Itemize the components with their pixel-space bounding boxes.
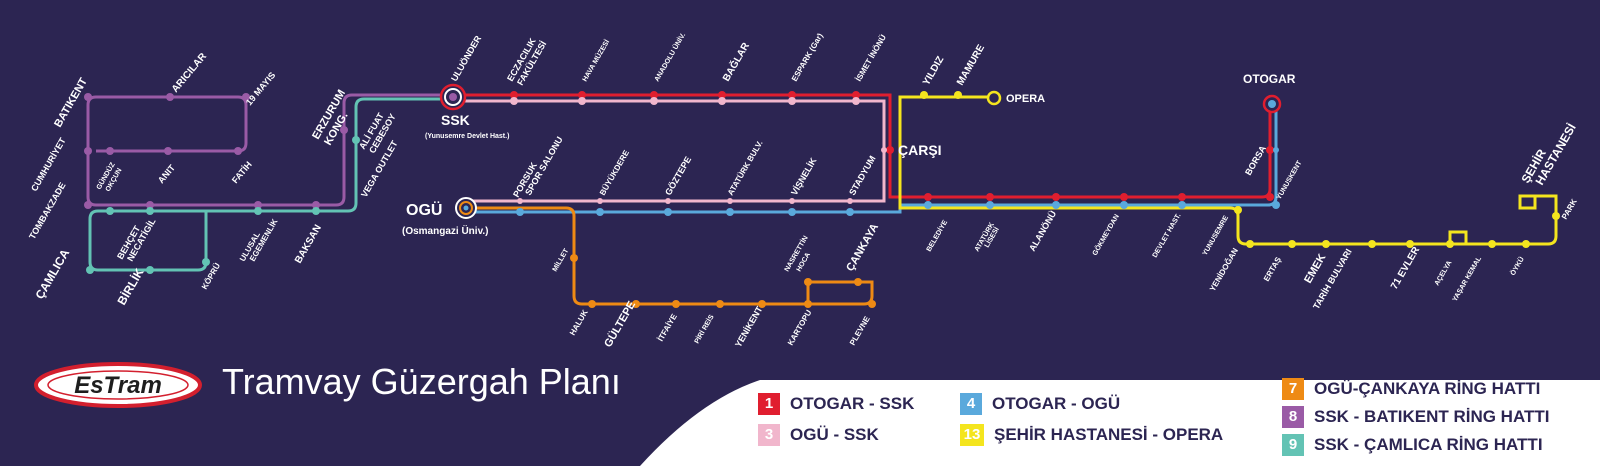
station-buyukdere[interactable]: BÜYÜKDERE (598, 148, 631, 197)
station-otogar[interactable]: OTOGAR (1243, 72, 1296, 86)
logo-text: EsTram (74, 372, 162, 399)
station-carsi[interactable]: ÇARŞI (898, 142, 942, 158)
legend-number: 9 (1282, 434, 1304, 456)
estram-logo: EsTram (34, 362, 202, 408)
legend-label: OGÜ-ÇANKAYA RİNG HATTI (1314, 379, 1541, 398)
station-gultepe[interactable]: GÜLTEPE (601, 299, 638, 350)
station-mamure[interactable]: MAMURE (955, 43, 987, 88)
station-yildiz[interactable]: YILDIZ (921, 55, 946, 88)
legend-item-13[interactable]: 13 ŞEHİR HASTANESİ - OPERA (960, 424, 1223, 446)
station-baksan[interactable]: BAKSAN (293, 223, 324, 266)
station-yenidogan[interactable]: YENİDOĞAN (1208, 246, 1240, 293)
ssk-hub-icon[interactable] (439, 83, 467, 111)
legend-item-4[interactable]: 4 OTOGAR - OGÜ (960, 393, 1120, 415)
station-piri-reis[interactable]: PİRİ REİS (693, 313, 716, 345)
legend-label: SSK - ÇAMLICA RİNG HATTI (1314, 435, 1543, 454)
legend-label: OTOGAR - OGÜ (992, 394, 1121, 413)
station-yasar-kemal[interactable]: YAŞAR KEMAL (1452, 255, 1484, 303)
station-ssk-sub: (Yunusemre Devlet Hast.) (425, 133, 509, 140)
station-71-evler[interactable]: 71 EVLER (1389, 244, 1423, 291)
station-borsa[interactable]: BORSA (1243, 143, 1268, 177)
station-haluk[interactable]: HALUK (568, 308, 590, 337)
legend-label: OGÜ - SSK (790, 425, 879, 444)
legend-number: 3 (758, 424, 780, 446)
legend-number: 7 (1282, 378, 1304, 400)
legend-number: 8 (1282, 406, 1304, 428)
station-kopru[interactable]: KÖPRÜ (200, 261, 222, 291)
station-anadolu[interactable]: ANADOLU ÜNİV. (652, 31, 687, 83)
station-belediye[interactable]: BELEDİYE (925, 218, 950, 253)
station-uluonder[interactable]: ULUÖNDER (449, 33, 483, 83)
legend-label: OTOGAR - SSK (790, 394, 915, 413)
station-yunuskent[interactable]: YUNUSKENT (1276, 159, 1304, 201)
station-emek[interactable]: EMEK (1302, 252, 1328, 286)
station-devlet-hast[interactable]: DEVLET HAST. (1152, 212, 1183, 259)
ogu-hub-icon[interactable] (455, 197, 477, 219)
station-gokmeydan[interactable]: GÖKMEYDAN (1090, 212, 1121, 257)
station-acelya[interactable]: AÇELYA (1434, 260, 1454, 287)
legend-number: 4 (960, 393, 982, 415)
station-19-mayis[interactable]: 19 MAYIS (244, 70, 278, 107)
station-ertas[interactable]: ERTAŞ (1262, 255, 1283, 283)
station-visnelik[interactable]: VİŞNELİK (789, 156, 819, 197)
station-ogu-sub: (Osmangazi Üniv.) (402, 224, 489, 237)
station-hava-muzesi[interactable]: HAVA MÜZESİ (580, 38, 611, 83)
legend-item-8[interactable]: 8 SSK - BATIKENT RİNG HATTI (1282, 406, 1549, 428)
station-alanonu[interactable]: ALANÖNÜ (1027, 209, 1058, 253)
station-fatih[interactable]: FATİH (230, 159, 254, 185)
legend-number: 1 (758, 393, 780, 415)
station-goztepe[interactable]: GÖZTEPE (663, 155, 693, 197)
station-espark[interactable]: ESPARK (Gar) (790, 31, 825, 83)
station-itfaiye[interactable]: İTFAİYE (656, 312, 679, 343)
station-baglar[interactable]: BAĞLAR (719, 39, 752, 83)
station-millet[interactable]: MİLLET (551, 246, 571, 273)
opera-terminal-icon[interactable] (986, 90, 1002, 106)
station-opera[interactable]: OPERA (1006, 93, 1045, 105)
station-batikent[interactable]: BATIKENT (52, 76, 90, 130)
station-yenikent[interactable]: YENİKENT (733, 304, 765, 349)
legend-label: SSK - BATIKENT RİNG HATTI (1314, 407, 1550, 426)
station-cankaya[interactable]: ÇANKAYA (844, 222, 881, 274)
station-camlica[interactable]: ÇAMLICA (32, 246, 72, 301)
page-title: Tramvay Güzergah Planı (222, 361, 621, 402)
station-ssk[interactable]: SSK (441, 112, 470, 128)
line-7-orange (470, 206, 874, 306)
station-yunusemre[interactable]: YUNUSEMRE (1202, 214, 1231, 257)
legend-panel (640, 380, 1600, 466)
line-13-yellow (898, 95, 1558, 246)
station-plevne[interactable]: PLEVNE (848, 314, 872, 347)
legend-number: 13 (960, 424, 984, 446)
station-park[interactable]: PARK (1560, 197, 1579, 221)
station-ataturk-bulv[interactable]: ATATÜRK BULV. (726, 139, 765, 197)
legend-label: ŞEHİR HASTANESİ - OPERA (994, 425, 1224, 444)
station-kartopu[interactable]: KARTOPU (786, 308, 814, 347)
legend-item-9[interactable]: 9 SSK - ÇAMLICA RİNG HATTI (1282, 434, 1543, 456)
station-ogu[interactable]: OGÜ (406, 200, 442, 219)
legend-item-7[interactable]: 7 OGÜ-ÇANKAYA RİNG HATTI (1282, 378, 1540, 400)
line-9-teal (88, 97, 440, 272)
legend-item-3[interactable]: 3 OGÜ - SSK (758, 424, 879, 446)
station-stadyum[interactable]: STADYUM (847, 154, 878, 197)
legend-item-1[interactable]: 1 OTOGAR - SSK (758, 393, 914, 415)
station-ismet-inonu[interactable]: İSMET İNÖNÜ (854, 33, 888, 83)
otogar-hub-icon[interactable] (1262, 94, 1282, 114)
station-aricilar[interactable]: ARICILAR (170, 51, 210, 95)
station-anit[interactable]: ANIT (156, 162, 177, 185)
station-oyku[interactable]: ÖYKÜ (1508, 255, 1526, 277)
station-dots (84, 91, 1560, 308)
